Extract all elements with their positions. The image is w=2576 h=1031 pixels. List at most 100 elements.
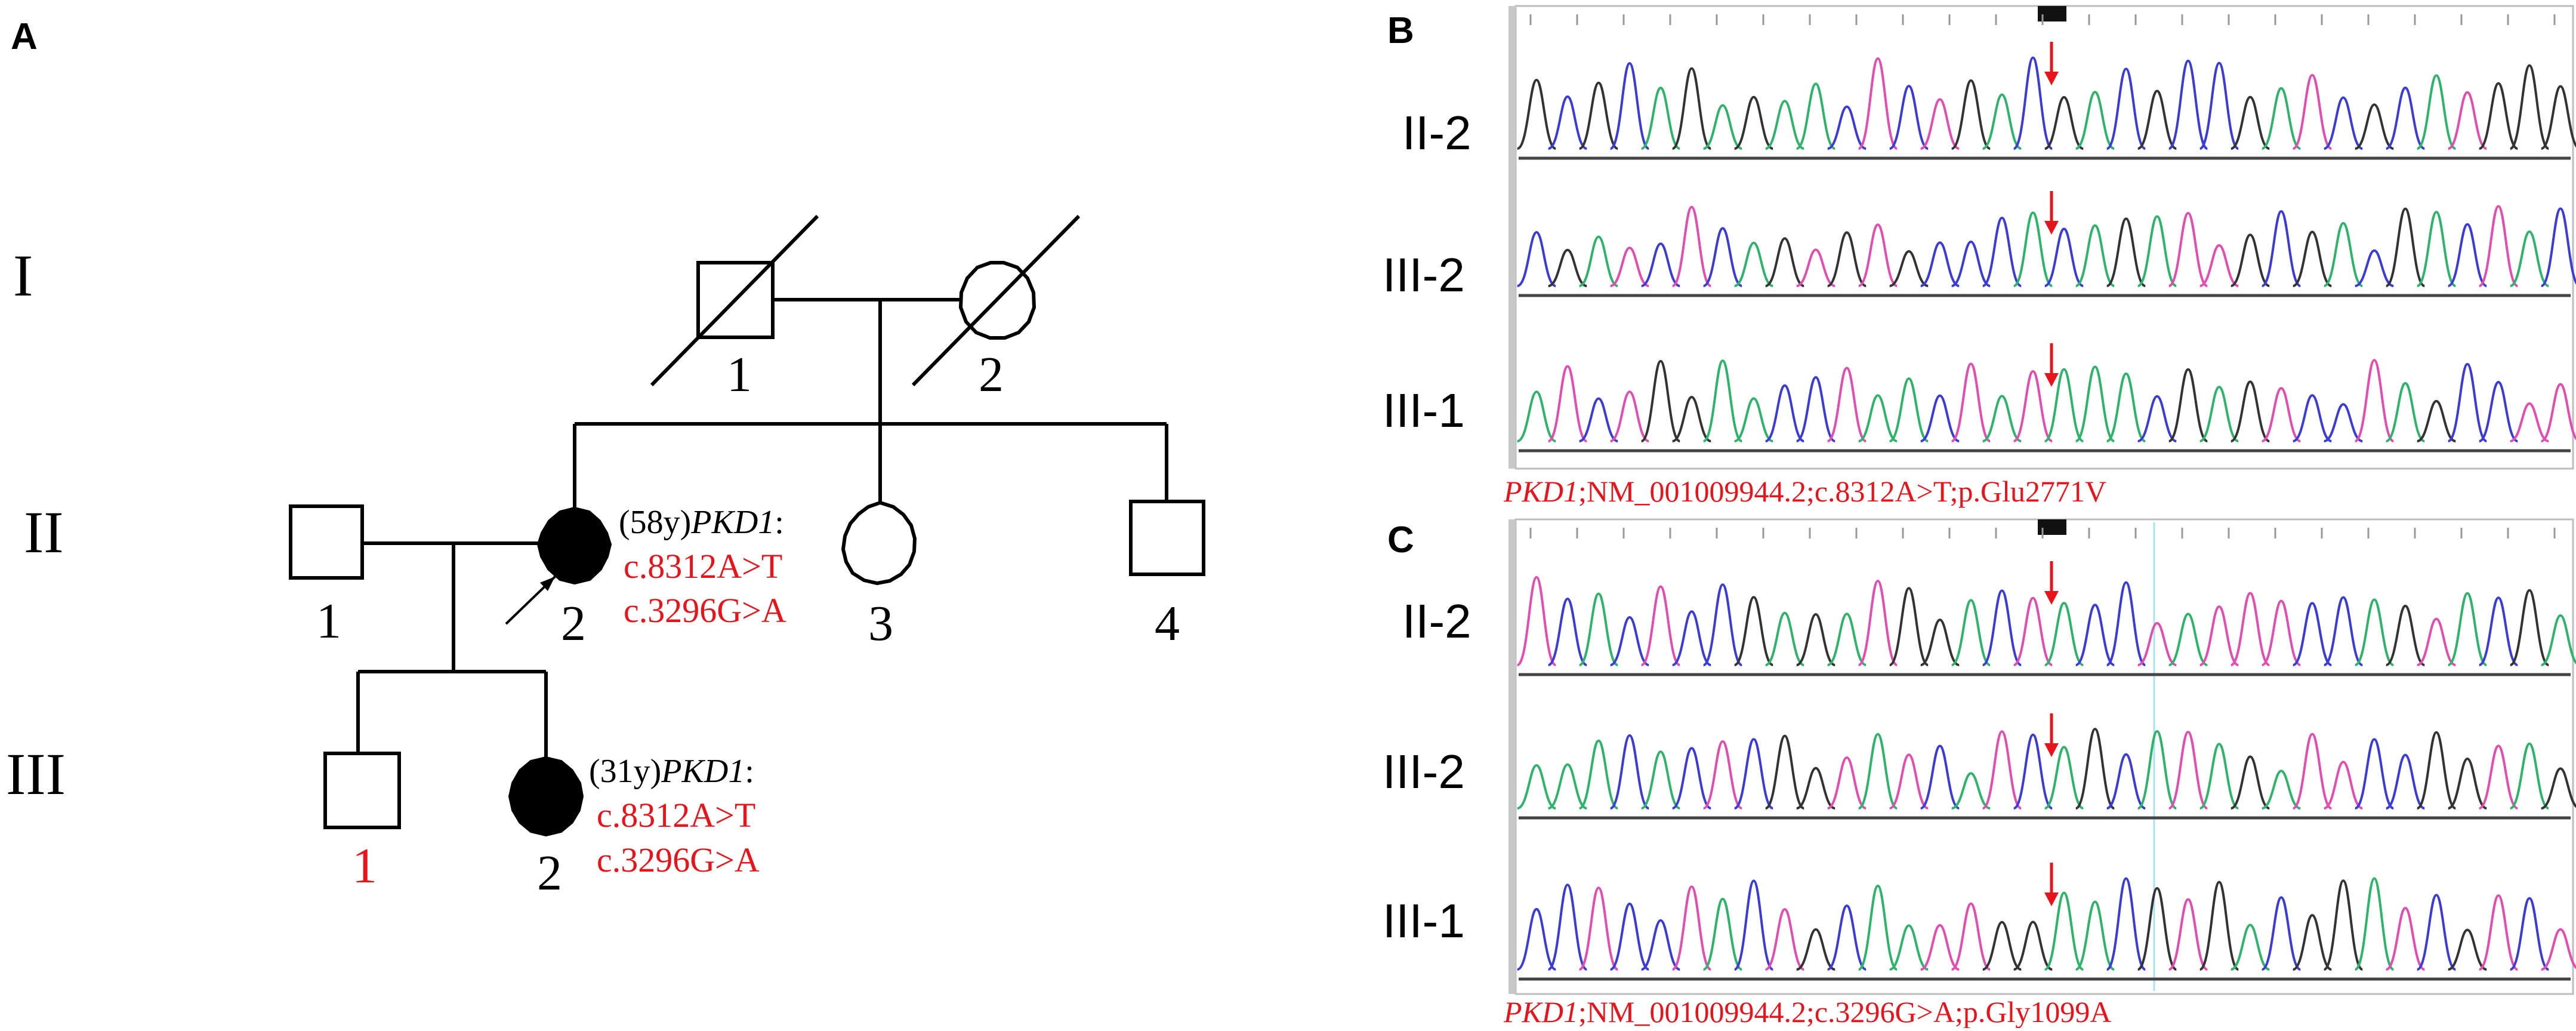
- trace-b-3-peak-27: [2354, 359, 2395, 442]
- trace-b-2-peak-20: [2137, 215, 2177, 287]
- trace-b-2-peak-12: [1889, 250, 1929, 287]
- trace-c-1-peak-5: [1671, 610, 1712, 666]
- trace-b-3-peak-23: [2230, 380, 2270, 442]
- trace-c-3-peak-23: [2231, 924, 2270, 971]
- daughter-variant-1: c.8312A>T: [597, 796, 755, 835]
- trace-c-2-peak-7: [1733, 738, 1774, 810]
- trace-c-3-peak-6: [1702, 897, 1743, 971]
- trace-b-1-peak-6: [1703, 104, 1742, 150]
- trace-b-3-peak-2: [1579, 397, 1618, 442]
- trace-b-3-peak-9: [1796, 376, 1836, 442]
- trace-c-1-peak-28: [2385, 604, 2426, 666]
- trace-c-2-peak-2: [1578, 739, 1619, 810]
- individual-number-ii-3: 3: [868, 596, 893, 651]
- individual-ii-3: [841, 500, 917, 586]
- generation-label-iii: III: [6, 741, 66, 807]
- generation-label-ii: II: [24, 499, 64, 565]
- trace-b-2-peak-32: [2509, 230, 2550, 287]
- trace-c-3-peak-18: [2075, 900, 2115, 971]
- trace-c-3-peak-19: [2106, 877, 2146, 971]
- trace-c-1-peak-1: [1547, 598, 1588, 666]
- trace-b-3-peak-8: [1764, 384, 1805, 442]
- trace-c-3-peak-26: [2323, 879, 2364, 971]
- trace-c-2-peak-32: [2509, 742, 2550, 810]
- trace-c-2-peak-3: [1609, 734, 1650, 810]
- trace-b-2-peak-31: [2478, 205, 2519, 287]
- proband-gene: PKD1: [690, 504, 775, 541]
- trace-c-2-peak-15: [1982, 730, 2022, 810]
- trace-b-2-peak-17: [2044, 227, 2084, 287]
- trace-c-3-peak-27: [2354, 877, 2395, 971]
- trace-b-1-peak-31: [2478, 82, 2519, 150]
- trace-c-3-peak-31: [2478, 894, 2519, 971]
- chromatogram-frame-c: [1514, 518, 2574, 995]
- proband-colon: :: [775, 504, 784, 541]
- trace-c-2-peak-10: [1827, 756, 1867, 810]
- trace-c-1-peak-24: [2261, 599, 2302, 666]
- individual-number-iii-1: 1: [352, 838, 377, 894]
- proband-arrowhead: [540, 577, 555, 591]
- trace-c-2-peak-28: [2385, 753, 2426, 810]
- individual-number-i-2: 2: [979, 347, 1004, 402]
- trace-b-3-peak-28: [2385, 381, 2426, 442]
- trace-c-3-peak-3: [1609, 902, 1650, 971]
- trace-c-1-peak-21: [2168, 613, 2208, 666]
- trace-b-2-peak-2: [1579, 235, 1618, 287]
- trace-c-3-peak-33: [2541, 928, 2576, 971]
- trace-b-3-peak-26: [2324, 403, 2363, 442]
- trace-c-3-peak-25: [2292, 913, 2333, 971]
- trace-b-1-peak-8: [1765, 100, 1804, 150]
- trace-c-1-peak-33: [2541, 614, 2576, 666]
- trace-c-2-peak-4: [1640, 750, 1681, 810]
- trace-c-1-peak-20: [2137, 621, 2177, 666]
- trace-c-3-peak-14: [1951, 902, 1991, 971]
- trace-c-2-peak-8: [1764, 734, 1805, 810]
- trace-b-3-peak-13: [1920, 394, 1960, 442]
- individual-number-ii-4: 4: [1155, 596, 1180, 651]
- individual-number-ii-2: 2: [561, 596, 586, 651]
- trace-c-2-peak-14: [1951, 772, 1991, 810]
- trace-b-3-peak-22: [2199, 386, 2239, 442]
- proband-variant-2: c.3296G>A: [624, 591, 786, 630]
- trace-b-2-peak-3: [1610, 247, 1649, 287]
- trace-b-3-peak-30: [2447, 362, 2488, 442]
- trace-b-3-peak-18: [2075, 365, 2115, 442]
- trace-label-b-2: III-2: [1383, 248, 1465, 301]
- trace-b-2-peak-7: [1734, 241, 1773, 287]
- trace-b-3-mutation-arrowhead: [2044, 373, 2059, 387]
- daughter-annotation-header: (31y)PKD1:: [589, 753, 754, 790]
- trace-b-3-peak-20: [2137, 395, 2177, 442]
- trace-b-3-peak-17: [2044, 368, 2084, 442]
- trace-c-1-peak-8: [1764, 611, 1805, 666]
- individual-ii-1: [289, 504, 364, 580]
- trace-c-2-peak-18: [2075, 728, 2115, 810]
- trace-b-1-peak-33: [2540, 85, 2576, 150]
- trace-c-3-peak-30: [2448, 928, 2487, 971]
- trace-b-3-peak-19: [2106, 372, 2146, 442]
- trace-b-2-peak-30: [2447, 223, 2488, 287]
- trace-b-2-peak-10: [1827, 231, 1867, 287]
- trace-label-c-3: III-1: [1383, 894, 1465, 947]
- trace-b-2-peak-28: [2385, 207, 2426, 287]
- trace-c-3-peak-1: [1547, 884, 1588, 971]
- trace-b-1-peak-3: [1609, 62, 1650, 150]
- trace-c-2-peak-11: [1858, 733, 1898, 810]
- panel-label-a: A: [11, 16, 38, 57]
- trace-c-1-peak-15: [1982, 589, 2022, 666]
- individual-i-2: [911, 214, 1081, 387]
- trace-c-1-peak-29: [2417, 617, 2456, 666]
- daughter-colon: :: [745, 753, 754, 790]
- trace-b-3-peak-7: [1734, 397, 1773, 442]
- trace-b-2-peak-6: [1702, 227, 1743, 287]
- trace-label-b-3: III-1: [1383, 384, 1465, 437]
- trace-b-2-peak-15: [1982, 217, 2022, 287]
- trace-c-1-peak-0: [1516, 575, 1557, 666]
- trace-c-2-peak-31: [2478, 744, 2519, 810]
- trace-b-2-peak-25: [2292, 230, 2333, 287]
- trace-b-1-peak-23: [2230, 96, 2270, 150]
- trace-c-2-peak-6: [1702, 740, 1743, 810]
- trace-b-3-peak-10: [1827, 367, 1867, 442]
- pedigree-chart: I II III 1 2 1 2 3 4 (58y): [6, 214, 1205, 901]
- trace-b-2-peak-13: [1920, 241, 1960, 287]
- chromatogram-panel-b: II-2 III-2 III-1 PKD1;NM_001009944.2;c.8…: [1383, 5, 2576, 508]
